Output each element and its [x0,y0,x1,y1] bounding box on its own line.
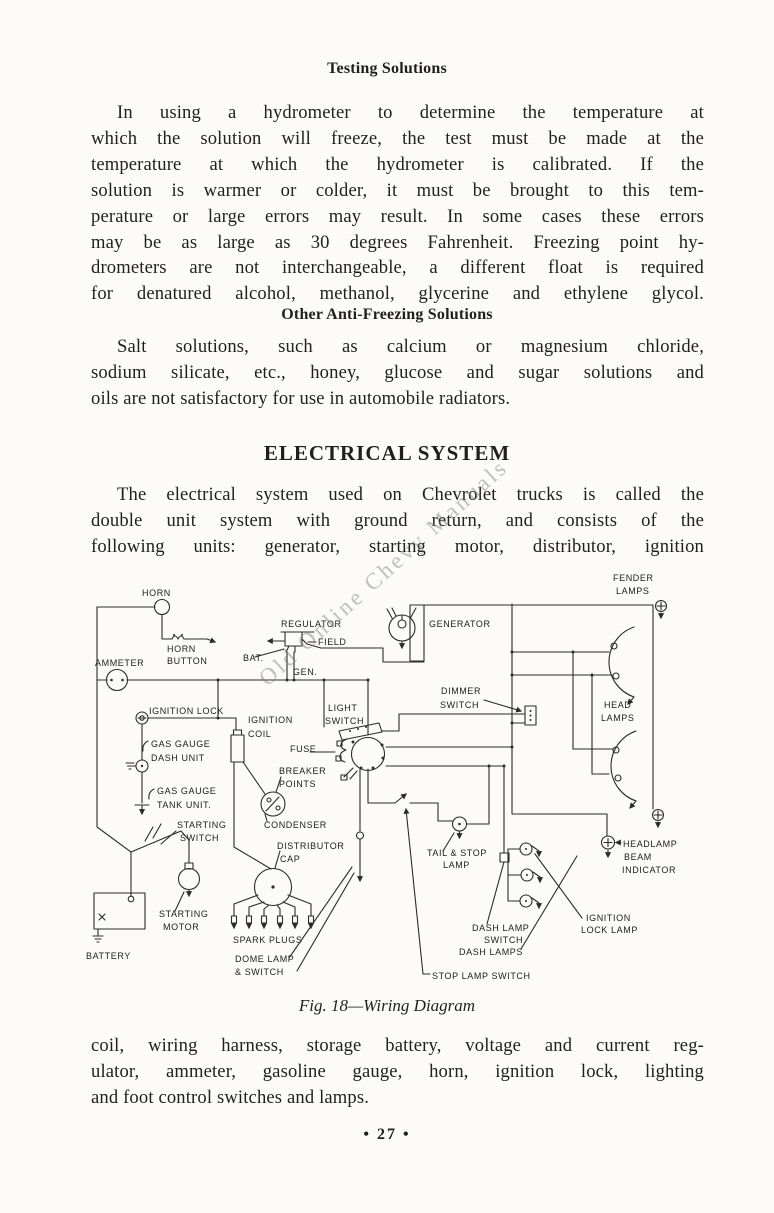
text-line: perature or large errors may result. In … [91,205,704,227]
starting-switch-symbol [130,823,190,864]
label-gas-gauge-tank-unit: GAS GAUGE [157,786,216,796]
horn-symbol [153,598,217,644]
label-ignition-lock-lamp: IGNITION [586,913,631,923]
text-line: coil, wiring harness, storage battery, v… [91,1035,704,1056]
label-headlamp-beam-indicator: BEAM [624,852,652,862]
label-horn-button: BUTTON [167,656,207,666]
text-line: oils are not satisfactory for use in aut… [91,387,511,409]
ignition-lock-symbol [135,678,370,731]
text-line: which the solution will freeze, the test… [91,127,704,149]
label-gen: GEN. [293,667,317,677]
label-battery: BATTERY [86,951,131,961]
fender-lamps-symbols [423,599,668,829]
label-dash-lamps: DASH LAMPS [459,947,523,957]
label-dash-lamp-switch: DASH LAMP [472,923,529,933]
label-field: FIELD [318,637,347,647]
paragraph-electrical-system: The electrical system used on Chevrolet … [91,482,704,560]
text-line: In using a hydrometer to determine the t… [117,102,704,123]
paragraph-testing-solutions: In using a hydrometer to determine the t… [91,100,704,307]
text-line: may be as large as 30 degrees Fahrenheit… [91,231,704,253]
text-line: drometers are not interchangeable, a dif… [91,257,704,279]
text-line: following units: generator, starting mot… [91,535,704,557]
breaker-points-symbol [260,776,286,822]
text-line: temperature at which the hydrometer is c… [91,153,704,175]
section-heading-electrical-system: ELECTRICAL SYSTEM [263,441,511,465]
label-head-lamps: HEAD [604,700,631,710]
label-fuse: FUSE [290,744,316,754]
label-generator: GENERATOR [429,619,491,629]
label-regulator: REGULATOR [281,619,342,629]
wiring-diagram-figure: HORN HORN BUTTON AMMETER REGULATOR BAT. … [86,573,677,981]
label-gas-gauge-dash-unit: GAS GAUGE [151,739,210,749]
stop-lamp-circuit [367,765,490,975]
light-switch-symbol [309,722,386,781]
label-tail-stop-lamp: TAIL & STOP [427,848,487,858]
label-breaker-points: BREAKER [279,766,326,776]
label-fender-lamps: FENDER [613,573,654,583]
label-distributor-cap: DISTRIBUTOR [277,841,344,851]
label-headlamp-beam-indicator: INDICATOR [622,865,676,875]
label-dome-lamp-switch: & SWITCH [235,967,284,977]
label-starting-switch: STARTING [177,820,226,830]
ignition-coil-symbol [230,729,272,870]
label-gas-gauge-tank-unit: TANK UNIT. [157,800,211,810]
head-lamps-symbols [608,626,637,809]
page-number: • 27 • [363,1126,411,1143]
label-fender-lamps: LAMPS [616,586,650,596]
label-ignition-lock-lamp: LOCK LAMP [581,925,638,935]
label-starting-motor: STARTING [159,909,208,919]
label-horn-button: HORN [167,644,196,654]
headlamp-harness [510,603,614,837]
label-starting-switch: SWITCH [180,833,219,843]
label-ignition-coil: IGNITION [248,715,293,725]
label-stop-lamp-switch: STOP LAMP SWITCH [432,971,531,981]
paragraph-anti-freezing: Salt solutions, such as calcium or magne… [91,334,704,412]
label-light-switch: SWITCH [325,716,364,726]
ammeter-symbol [105,668,129,692]
label-ammeter: AMMETER [95,658,144,668]
text-line: and foot control switches and lamps. [91,1086,370,1108]
paragraph-after-figure: coil, wiring harness, storage battery, v… [91,1033,704,1111]
text-line: for denatured alcohol, methanol, glyceri… [91,283,704,305]
label-bat: BAT. [243,653,264,663]
generator-symbol [386,604,425,662]
text-line: ulator, ammeter, gasoline gauge, horn, i… [91,1060,704,1082]
label-condenser: CONDENSER [264,820,327,830]
gas-gauge-symbols [125,723,155,814]
label-spark-plugs: SPARK PLUGS [233,935,302,945]
text-line: sodium silicate, etc., honey, glucose an… [91,361,704,383]
label-horn: HORN [142,588,171,598]
label-dome-lamp-switch: DOME LAMP [235,954,294,964]
label-ignition-coil: COIL [248,729,271,739]
label-starting-motor: MOTOR [163,922,199,932]
label-headlamp-beam-indicator: HEADLAMP [623,839,677,849]
dimmer-switch-symbol [483,699,537,726]
figure-caption: Fig. 18—Wiring Diagram [298,996,476,1015]
text-line: Salt solutions, such as calcium or magne… [117,336,704,357]
headlamp-beam-indicator-symbol [600,835,622,859]
label-breaker-points: POINTS [279,779,316,789]
section-heading-anti-freezing: Other Anti-Freezing Solutions [281,306,493,323]
text-line: The electrical system used on Chevrolet … [117,484,704,505]
distributor-symbol [230,850,315,930]
label-light-switch: LIGHT [328,703,358,713]
label-gas-gauge-dash-unit: DASH UNIT [151,753,205,763]
wiring-buses [96,606,369,897]
text-line: double unit system with ground return, a… [91,509,704,531]
label-distributor-cap: CAP [280,854,300,864]
label-tail-stop-lamp: LAMP [443,860,470,870]
regulator-symbol [254,631,425,681]
starting-motor-symbol [174,862,201,912]
label-dimmer-switch: SWITCH [440,700,479,710]
label-head-lamps: LAMPS [601,713,635,723]
text-line: solution is warmer or colder, it must be… [91,179,704,201]
lighting-circuit-wires [381,713,526,854]
label-dimmer-switch: DIMMER [441,686,481,696]
battery-symbol [92,892,146,943]
dome-lamp-symbol [288,768,365,972]
label-ignition-lock: IGNITION LOCK [149,706,224,716]
label-dash-lamp-switch: SWITCH [484,935,523,945]
dash-lamp-cluster [486,842,583,950]
section-heading-testing-solutions: Testing Solutions [327,60,447,77]
